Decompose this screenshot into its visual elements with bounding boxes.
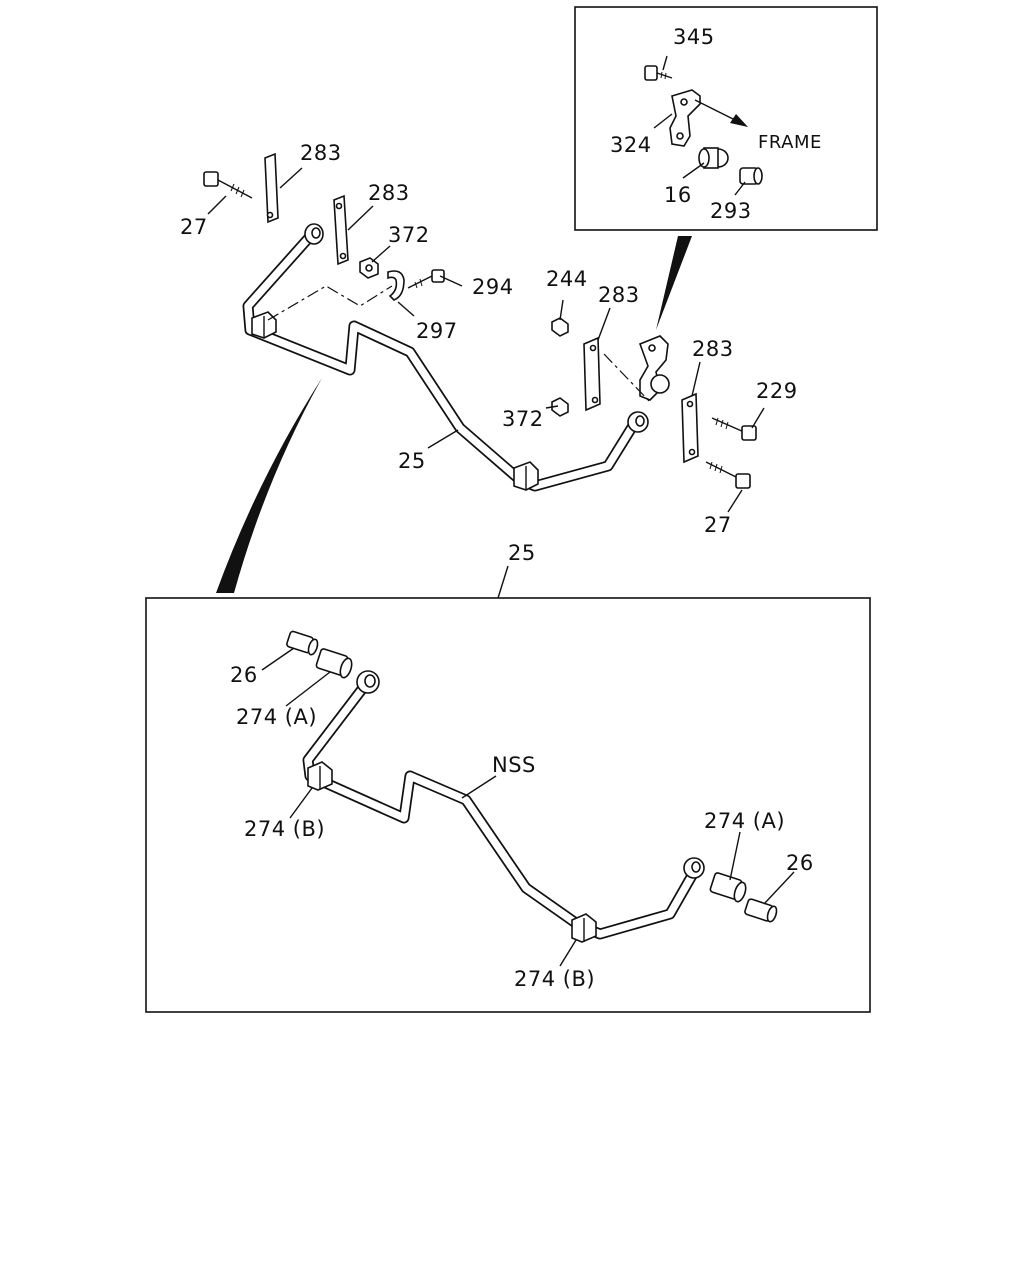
bolt-27-bottom xyxy=(705,461,751,489)
nut-372-top xyxy=(359,257,379,279)
link-plate-283-b xyxy=(333,194,349,266)
detail-pointer-wedge xyxy=(216,378,322,593)
label-244: 244 xyxy=(546,267,588,291)
link-plate-283-c xyxy=(583,336,601,412)
bar-end-bushing-left xyxy=(304,223,324,245)
label-27-bottom: 27 xyxy=(704,513,732,537)
inset-pointer-wedge xyxy=(656,236,692,330)
frame-arrow-icon xyxy=(730,114,748,127)
stabilizer-bar-nss xyxy=(302,678,700,940)
link-plate-283-d xyxy=(681,392,699,464)
label-293: 293 xyxy=(710,199,752,223)
bracket-324 xyxy=(669,89,701,147)
label-274a-top: 274 (A) xyxy=(236,705,317,729)
label-25-main: 25 xyxy=(398,449,426,473)
label-283-b: 283 xyxy=(368,181,410,205)
bolt-294 xyxy=(407,269,445,289)
bushing-274a-right xyxy=(709,872,747,903)
clamp-274b-bottom xyxy=(571,913,597,943)
bushing-16 xyxy=(698,147,729,169)
label-297: 297 xyxy=(416,319,458,343)
clip-297 xyxy=(387,270,405,301)
bolt-345 xyxy=(644,65,673,81)
label-26-right: 26 xyxy=(786,851,814,875)
bolt-229 xyxy=(711,417,757,441)
bar-end-bushing-right xyxy=(627,411,649,433)
label-27-top: 27 xyxy=(180,215,208,239)
label-274b-left: 274 (B) xyxy=(244,817,325,841)
bushing-274a-top xyxy=(315,648,353,679)
bolt-27-top xyxy=(203,171,253,199)
nut-372-bottom xyxy=(551,397,569,417)
pin-26-top xyxy=(286,630,319,656)
bar-clamp-left xyxy=(251,311,277,339)
label-324: 324 xyxy=(610,133,652,157)
frame-bracket xyxy=(638,335,670,401)
label-frame: FRAME xyxy=(758,132,822,153)
label-16: 16 xyxy=(664,183,692,207)
link-plate-283-a xyxy=(264,152,279,224)
label-294: 294 xyxy=(472,275,514,299)
label-25-detail: 25 xyxy=(508,541,536,565)
label-345: 345 xyxy=(673,25,715,49)
label-283-d: 283 xyxy=(692,337,734,361)
detail-bar-end-left xyxy=(356,670,380,694)
bar-detail-box xyxy=(145,597,871,1013)
label-274a-right: 274 (A) xyxy=(704,809,785,833)
bar-clamp-center xyxy=(513,461,539,491)
nut-244 xyxy=(551,317,569,337)
label-26-top: 26 xyxy=(230,663,258,687)
frame-bracket-inset-box xyxy=(574,6,878,231)
label-274b-bottom: 274 (B) xyxy=(514,967,595,991)
label-229: 229 xyxy=(756,379,798,403)
detail-bar-end-right xyxy=(683,857,705,879)
label-nss: NSS xyxy=(492,753,536,777)
pin-26-right xyxy=(744,898,778,923)
clamp-274b-left xyxy=(307,761,333,791)
label-372-top: 372 xyxy=(388,223,430,247)
label-283-a: 283 xyxy=(300,141,342,165)
label-283-c: 283 xyxy=(598,283,640,307)
label-372-bottom: 372 xyxy=(502,407,544,431)
pin-293 xyxy=(739,167,763,185)
